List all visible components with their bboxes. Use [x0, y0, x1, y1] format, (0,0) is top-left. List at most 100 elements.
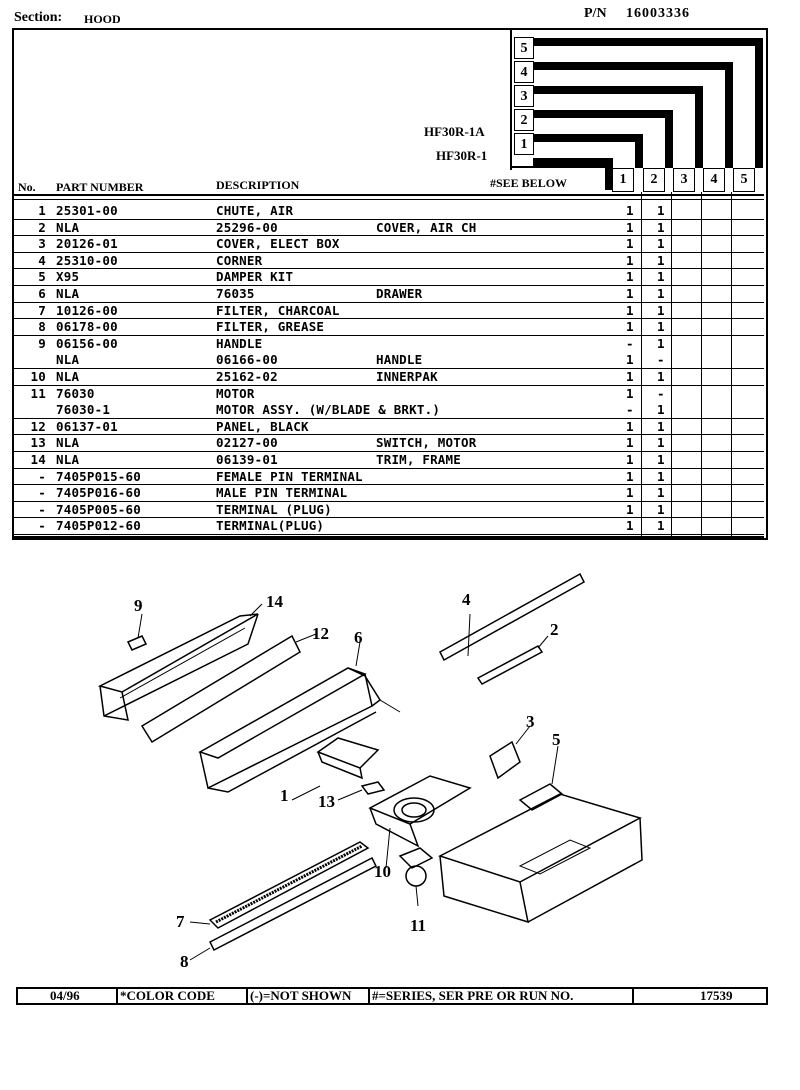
row-divider — [14, 467, 764, 469]
qty-series-2: 1 — [657, 302, 665, 318]
pn-value: 16003336 — [626, 6, 690, 21]
qty-series-1: 1 — [626, 452, 634, 467]
description: PANEL, BLACK — [216, 418, 309, 434]
callout-11: 11 — [410, 916, 427, 935]
item-number: 6 — [38, 286, 46, 301]
qty-series-2: - — [657, 352, 665, 368]
qty-series-1: 1 — [626, 252, 634, 268]
qty-series-1: 1 — [626, 236, 634, 252]
callout-6: 6 — [354, 628, 363, 647]
item-number: 2 — [38, 219, 46, 235]
description: CORNER — [216, 252, 263, 268]
row-divider — [14, 235, 764, 237]
col-number-3: 3 — [673, 168, 695, 192]
qty-series-1: - — [626, 335, 634, 351]
col-number-4: 4 — [703, 168, 725, 192]
row-divider — [14, 434, 764, 436]
qty-series-1: - — [626, 402, 634, 418]
qty-series-1: 1 — [626, 418, 634, 434]
part-number: NLA — [56, 369, 80, 384]
row-divider — [14, 417, 764, 419]
item-number: 12 — [30, 418, 46, 434]
description-extra: INNERPAK — [376, 369, 438, 384]
col-number-2: 2 — [643, 168, 665, 192]
description-extra: DRAWER — [376, 286, 423, 301]
row-divider — [14, 517, 764, 519]
callout-5: 5 — [552, 730, 561, 749]
qty-series-2: 1 — [657, 452, 665, 467]
qty-series-2: 1 — [657, 402, 665, 418]
description-extra: TRIM, FRAME — [376, 452, 461, 467]
part-number: 7405P016-60 — [56, 485, 141, 501]
description: COVER, ELECT BOX — [216, 236, 340, 252]
item-number: 7 — [38, 302, 46, 318]
qty-series-1: 1 — [626, 269, 634, 285]
header-rule — [14, 194, 764, 196]
description: FILTER, CHARCOAL — [216, 302, 340, 318]
col-header-description: DESCRIPTION — [216, 178, 300, 192]
row-divider — [14, 268, 764, 270]
qty-series-1: 1 — [626, 302, 634, 318]
description: 06166-00 — [216, 352, 278, 368]
description: FILTER, GREASE — [216, 319, 325, 335]
row-divider — [14, 334, 764, 336]
col-header-no: No. — [18, 180, 36, 194]
qty-series-2: 1 — [657, 252, 665, 268]
qty-series-1: 1 — [626, 219, 634, 235]
qty-series-2: - — [657, 385, 665, 401]
qty-series-1: 1 — [626, 286, 634, 301]
exploded-diagram — [97, 572, 643, 961]
description: MOTOR ASSY. (W/BLADE & BRKT.) — [216, 402, 441, 418]
qty-series-1: 1 — [626, 435, 634, 451]
description: 02127-00 — [216, 435, 278, 451]
footer-bar — [16, 987, 768, 1005]
col-header-see-below: #SEE BELOW — [490, 176, 568, 190]
qty-series-1: 1 — [626, 319, 634, 335]
qty-series-1: 1 — [626, 385, 634, 401]
part-number: 76030-1 — [56, 402, 111, 418]
part-number: NLA — [56, 219, 80, 235]
item-number: 11 — [30, 385, 46, 401]
part-number: NLA — [56, 452, 80, 467]
qty-series-2: 1 — [657, 319, 665, 335]
qty-series-2: 1 — [657, 286, 665, 301]
col-header-part-number: PART NUMBER — [56, 180, 144, 194]
description: CHUTE, AIR — [216, 203, 294, 218]
callout-12: 12 — [312, 624, 329, 643]
table-row: 4 25310-00 CORNER 1 1 — [0, 253, 800, 270]
qty-series-1: 1 — [626, 352, 634, 368]
row-divider — [14, 285, 764, 286]
qty-series-1: 1 — [626, 501, 634, 517]
callout-4: 4 — [462, 590, 471, 609]
part-number: 7405P015-60 — [56, 468, 141, 484]
footer-date: 04/96 — [50, 988, 80, 1003]
qty-series-2: 1 — [657, 269, 665, 285]
item-number: 14 — [30, 452, 46, 467]
callout-3: 3 — [526, 712, 535, 731]
series-box-5: 5 — [514, 37, 534, 59]
description: FEMALE PIN TERMINAL — [216, 468, 363, 484]
footer-not-shown: (-)=NOT SHOWN — [250, 988, 352, 1003]
qty-series-2: 1 — [657, 518, 665, 534]
item-number: 4 — [38, 252, 46, 268]
qty-series-2: 1 — [657, 501, 665, 517]
item-number: 3 — [38, 236, 46, 252]
series-box-4: 4 — [514, 61, 534, 83]
row-divider — [14, 384, 764, 386]
item-number: 8 — [38, 319, 46, 335]
qty-series-2: 1 — [657, 236, 665, 252]
part-number: 25310-00 — [56, 252, 118, 268]
row-divider — [14, 451, 764, 452]
description-extra: COVER, AIR CH — [376, 219, 477, 235]
